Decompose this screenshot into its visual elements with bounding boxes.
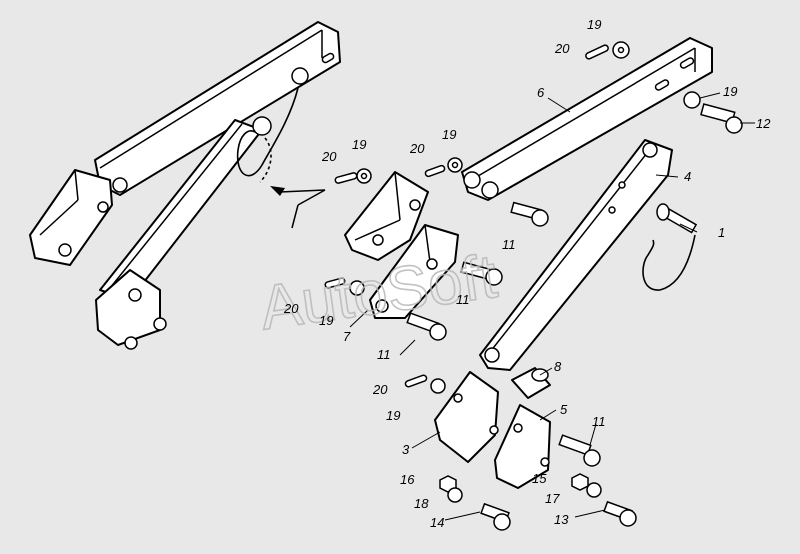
label-11-c: 11 <box>377 347 391 362</box>
bolt-11-c <box>510 201 549 227</box>
washer-17 <box>586 482 602 498</box>
label-13: 13 <box>554 512 569 527</box>
label-18: 18 <box>414 496 429 511</box>
arm-4 <box>479 139 698 371</box>
left-frame-assembly <box>29 21 341 350</box>
label-6: 6 <box>537 85 545 100</box>
label-20-d: 20 <box>283 301 299 316</box>
label-20-b: 20 <box>409 141 425 156</box>
label-19-f: 19 <box>386 408 400 423</box>
plate-3 <box>434 371 499 463</box>
label-16: 16 <box>400 472 415 487</box>
washer-18 <box>447 487 463 503</box>
label-5: 5 <box>560 402 568 417</box>
bolt-11-b <box>406 312 447 341</box>
label-20-c: 20 <box>321 149 337 164</box>
label-20-e: 20 <box>372 382 388 397</box>
lower-parts <box>404 367 637 531</box>
plate-5 <box>494 404 551 489</box>
nut-15 <box>571 473 589 491</box>
label-7: 7 <box>343 329 351 344</box>
label-19-b: 19 <box>723 84 737 99</box>
label-15: 15 <box>532 471 547 486</box>
label-8: 8 <box>554 359 562 374</box>
label-11-a: 11 <box>502 237 516 252</box>
left-chain <box>236 87 299 177</box>
label-19-c: 19 <box>442 127 456 142</box>
label-1: 1 <box>718 225 725 240</box>
label-11-b: 11 <box>456 292 470 307</box>
left-base-plate <box>95 269 161 346</box>
label-11-d: 11 <box>592 414 606 429</box>
label-19-e: 19 <box>319 313 333 328</box>
bolt-13 <box>603 500 637 527</box>
label-12: 12 <box>756 116 771 131</box>
label-14: 14 <box>430 515 444 530</box>
label-19-d: 19 <box>352 137 366 152</box>
beam-6 <box>461 37 743 201</box>
label-17: 17 <box>545 491 560 506</box>
label-20-a: 20 <box>554 41 570 56</box>
bushing-8 <box>511 367 551 399</box>
label-4: 4 <box>684 169 691 184</box>
label-19-a: 19 <box>587 17 601 32</box>
bolt-11-a <box>460 261 503 286</box>
pin-chain <box>642 234 696 291</box>
label-3: 3 <box>402 442 410 457</box>
bolt-14 <box>480 502 511 531</box>
callout-labels: 1 3 4 5 6 7 8 11 11 11 11 12 13 14 15 16… <box>283 17 771 530</box>
middle-brackets <box>324 157 549 341</box>
leader-lines <box>349 92 755 521</box>
